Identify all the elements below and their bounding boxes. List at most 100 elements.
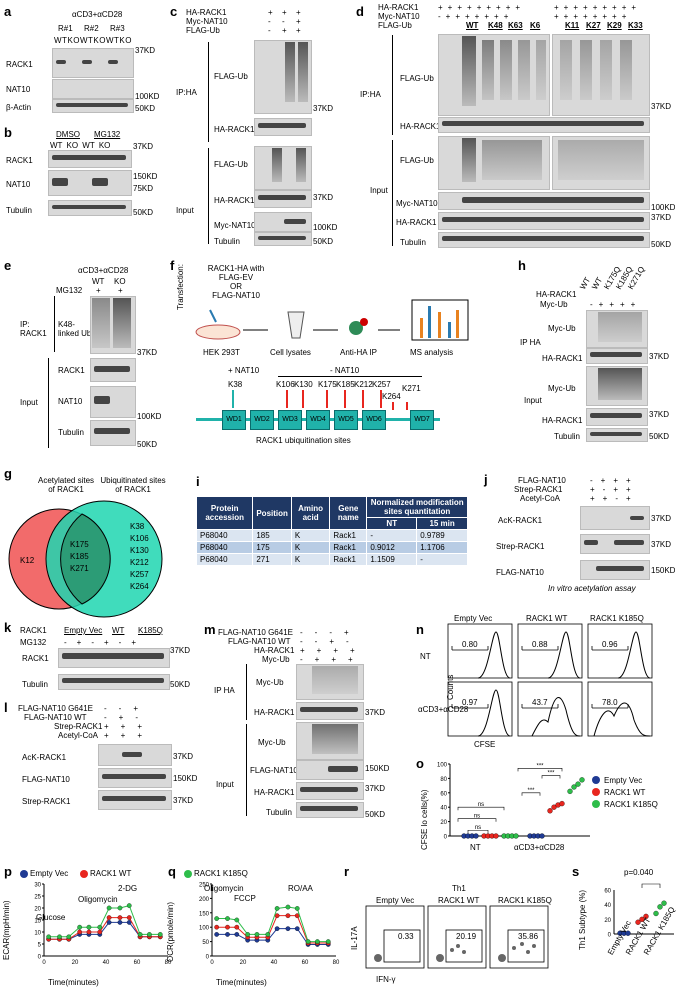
data-point [661,900,667,906]
x-tick-label: 80 [165,960,172,966]
y-tick-label: 80 [440,777,447,783]
annotation: RO/AA [288,884,313,893]
panel-letter: a [4,4,12,19]
domain: WD3 [278,410,302,430]
row-label: Tubulin [6,206,32,215]
row-label: FLAG-NAT10 [496,568,544,577]
col-title: RACK1 K185Q [498,896,552,905]
data-point [57,934,62,940]
data-point [653,910,659,917]
data-point [315,939,320,944]
cond: Myc-Ub [540,300,568,309]
legend-label: RACK1 K185Q [194,869,248,878]
panel-letter: p [4,864,12,879]
ub-smear [598,368,642,400]
band [122,752,142,757]
data-point [137,932,143,937]
workflow-graphic [195,299,469,341]
band [258,195,306,200]
y-tick-label: 5 [38,943,42,949]
annotation: Glucose [36,913,66,922]
gate-value: 0.33 [398,932,414,941]
cell: Rack1 [329,553,368,566]
col-title: RACK1 WT [526,614,568,623]
data-point [126,903,132,908]
band [300,787,358,792]
gate-value: 0.96 [602,640,618,649]
cond: FLAG-Ub [186,26,220,35]
sign: + [118,286,123,295]
x-tick-label: 60 [302,960,309,966]
ub-smear [482,140,542,180]
row-label: HA-RACK1 [214,125,255,134]
construct: FLAG-EV [218,273,254,282]
row-label: FLAG-NAT10 [250,766,298,775]
band [328,766,358,772]
sig-label: *** [527,788,535,794]
signs: ++-+ [590,494,639,503]
venn-both: K271 [70,564,89,573]
col-header: Protein accession [195,496,254,530]
bracket [392,140,393,246]
blot [296,664,364,700]
mw: 37KD [649,352,670,361]
row-label: K48-linked Ub [58,320,92,338]
sig-bracket [541,775,561,779]
row-label: Myc-Ub [548,324,576,333]
y-tick-label: 25 [34,895,41,901]
gate-value: 20.19 [456,932,477,941]
band [300,707,358,712]
cell: Rack1 [329,529,368,542]
venn-right-only: K38 [130,522,145,531]
cond: Myc-NAT10 [186,17,228,26]
ub-smear [598,312,642,342]
panel-letter: m [204,622,216,637]
row-label: Myc-NAT10 [396,199,438,208]
lane: WT [466,21,479,30]
col-header: Gene name [329,496,368,530]
x-label: CFSE [474,740,496,749]
cond: Acetyl-CoA [520,494,561,503]
mw: 100KD [313,223,338,232]
mw: 37KD [173,752,194,761]
band [62,678,164,683]
panel-letter: j [484,472,488,487]
input-label: Input [370,186,388,195]
cond: HA-RACK1 [378,3,419,12]
cell: P68040 [195,541,254,554]
row-label: HA-RACK1 [396,218,437,227]
y-tick-label: 40 [604,903,611,909]
y-tick-label: 150 [199,911,210,917]
data-point [294,926,300,931]
site: K130 [294,380,313,389]
signs: ---+ [300,628,361,637]
y-tick-label: 20 [440,820,447,826]
cell: 0.9012 [366,541,418,554]
signs: +++ [104,731,155,740]
panel-letter: d [356,4,364,19]
construct: OR [230,282,242,291]
x-label: Time(minutes) [216,978,267,987]
y-tick-label: 30 [34,883,41,889]
blot [586,310,648,348]
ub-smear [600,40,612,100]
row-label: β-Actin [6,103,32,112]
bracket [48,358,49,448]
venn-right-only: K212 [130,558,149,567]
cell: 185 [252,529,292,542]
data-point [117,920,123,925]
legend-label: Empty Vec [604,776,643,785]
mw: 37KD [313,193,334,202]
data-point [473,833,479,839]
domain: WD1 [222,410,246,430]
col-header: Normalized modification sites quantitati… [366,496,468,518]
band [442,236,644,241]
mw: 50KD [135,104,156,113]
row-label: Myc-Ub [256,678,284,687]
cell: 175 [252,541,292,554]
site-marker [326,390,328,408]
mw: 37KD [649,410,670,419]
series-line [48,905,161,938]
bracket [208,148,209,244]
